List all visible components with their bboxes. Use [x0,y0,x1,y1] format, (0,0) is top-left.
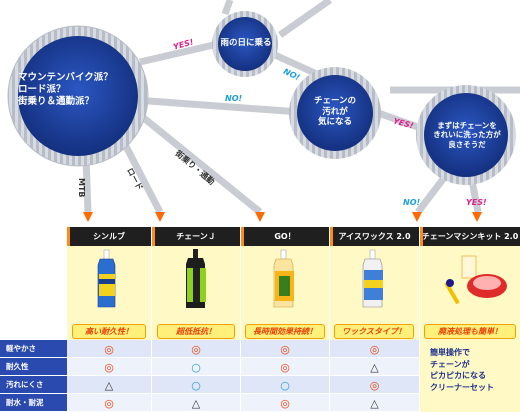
gear-start [7,25,149,167]
branch-label-mtb: MTB [77,178,86,198]
product-image-3 [362,249,383,308]
product-image-2 [273,249,294,308]
arrow-city [255,212,265,222]
kit-description: 簡単操作で チェーンが ピカピカになる クリーナーセット [430,348,494,392]
rating-mark: ◎ [104,396,114,410]
comparison-table: シンルブ チェーンＪ GO！ アイスワックス 2.0 チェーンマシンキット 2.… [0,227,520,412]
product-tagline-3: ワックスタイプ！ [334,324,414,339]
dirt-question: チェーンの 汚れが 気になる [313,96,357,128]
product-header-1: チェーンＪ [152,227,240,246]
product-name: シンルブ [93,232,125,241]
rating-mark: ◎ [280,342,290,356]
gear-dirt [289,67,381,159]
product-images [97,249,507,308]
rating-mark: ◎ [280,360,290,374]
row-bg-1 [67,358,420,376]
table-dividers [151,246,420,412]
start-question: マウンテンバイク派？ ロード派？ 街乗り＆通勤派？ [18,72,113,107]
connector-rain-top [277,0,333,38]
product-tagline-0: 高い耐久性！ [72,324,146,339]
row-label-2: 汚れにくさ [0,376,67,394]
product-header-2: GO！ [241,227,329,246]
rating-mark: △ [104,378,114,392]
rating-mark: ○ [280,378,290,392]
product-tagline-1: 超低抵抗！ [157,324,235,339]
flowchart: マウンテンバイク派？ ロード派？ 街乗り＆通勤派？ 雨の日に乗る チェーンの 汚… [7,0,520,222]
rating-mark: ○ [191,360,201,374]
connector-city [137,112,263,215]
arrow-mtb [83,212,93,222]
no-label-start-dirt: NO! [225,94,243,103]
product-name: アイスワックス 2.0 [338,232,411,241]
header-accent [330,227,333,246]
wash-question: まずはチェーンを きれいに洗った方が 良さそうだ [433,121,501,149]
product-tagline-4: 廃液処理も簡単！ [424,324,516,339]
product-image-1 [186,249,206,308]
rating-mark: ○ [191,378,201,392]
arrow-markers [83,212,482,222]
gear-wash [416,85,516,185]
connector-top [221,0,234,16]
rating-mark: ◎ [369,378,380,392]
rating-mark: △ [370,360,379,374]
product-tagline-2: 長時間効果持続！ [245,324,325,339]
flowchart-graphics [7,0,520,222]
product-name: チェーンマシンキット 2.0 [421,232,519,241]
arrow-wash-no [412,212,422,222]
product-header-0: シンルブ [67,227,151,246]
product-header-3: アイスワックス 2.0 [330,227,419,246]
product-header-4: チェーンマシンキット 2.0 [420,227,520,246]
product-image-4 [444,255,507,305]
product-image-0 [97,249,116,308]
rating-mark: ◎ [104,342,114,356]
row-bg-2 [67,376,420,394]
arrow-road [155,212,165,222]
row-bg-0 [67,340,420,358]
rating-mark: ◎ [191,342,201,356]
rating-mark: ◎ [369,342,380,356]
product-name: チェーンＪ [176,232,216,241]
header-accent [67,227,70,246]
rating-mark: △ [191,396,201,410]
arrow-wash-yes [472,212,482,222]
row-label-1: 耐久性 [0,358,67,376]
product-name: GO！ [274,232,296,241]
yes-label-wash: YES! [466,198,487,207]
no-label-wash: NO! [403,198,421,207]
header-accent [420,227,423,246]
connector-start-dirt [134,96,301,116]
rain-question: 雨の日に乗る [220,38,272,48]
rating-mark: ◎ [104,360,114,374]
header-accent [241,227,244,246]
rating-mark: ◎ [280,396,290,410]
gear-rain [212,11,278,77]
header-accent [152,227,155,246]
row-label-0: 軽やかさ [0,340,67,358]
rating-mark: △ [370,396,379,410]
